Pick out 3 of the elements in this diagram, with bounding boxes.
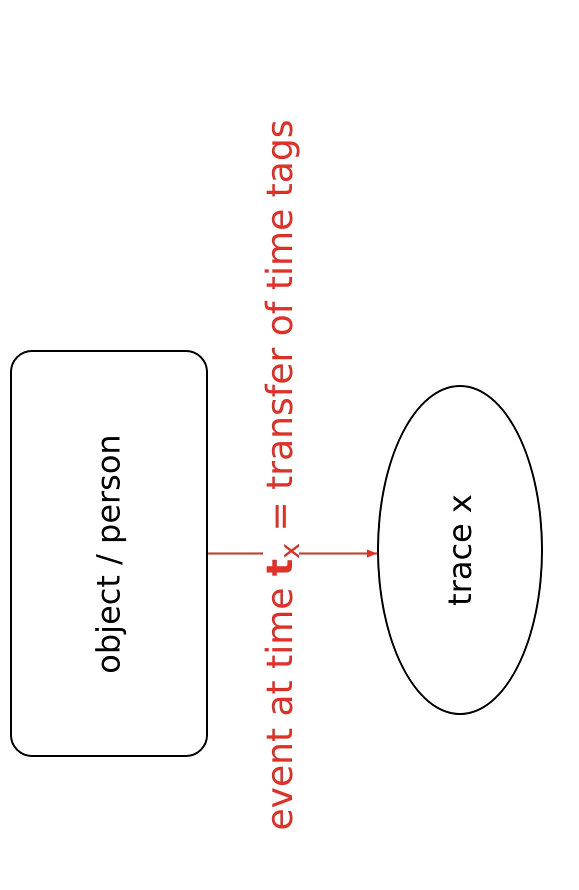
node-label: trace x bbox=[440, 494, 480, 606]
node-label: object / person bbox=[89, 434, 129, 674]
rounded-box bbox=[10, 350, 208, 757]
